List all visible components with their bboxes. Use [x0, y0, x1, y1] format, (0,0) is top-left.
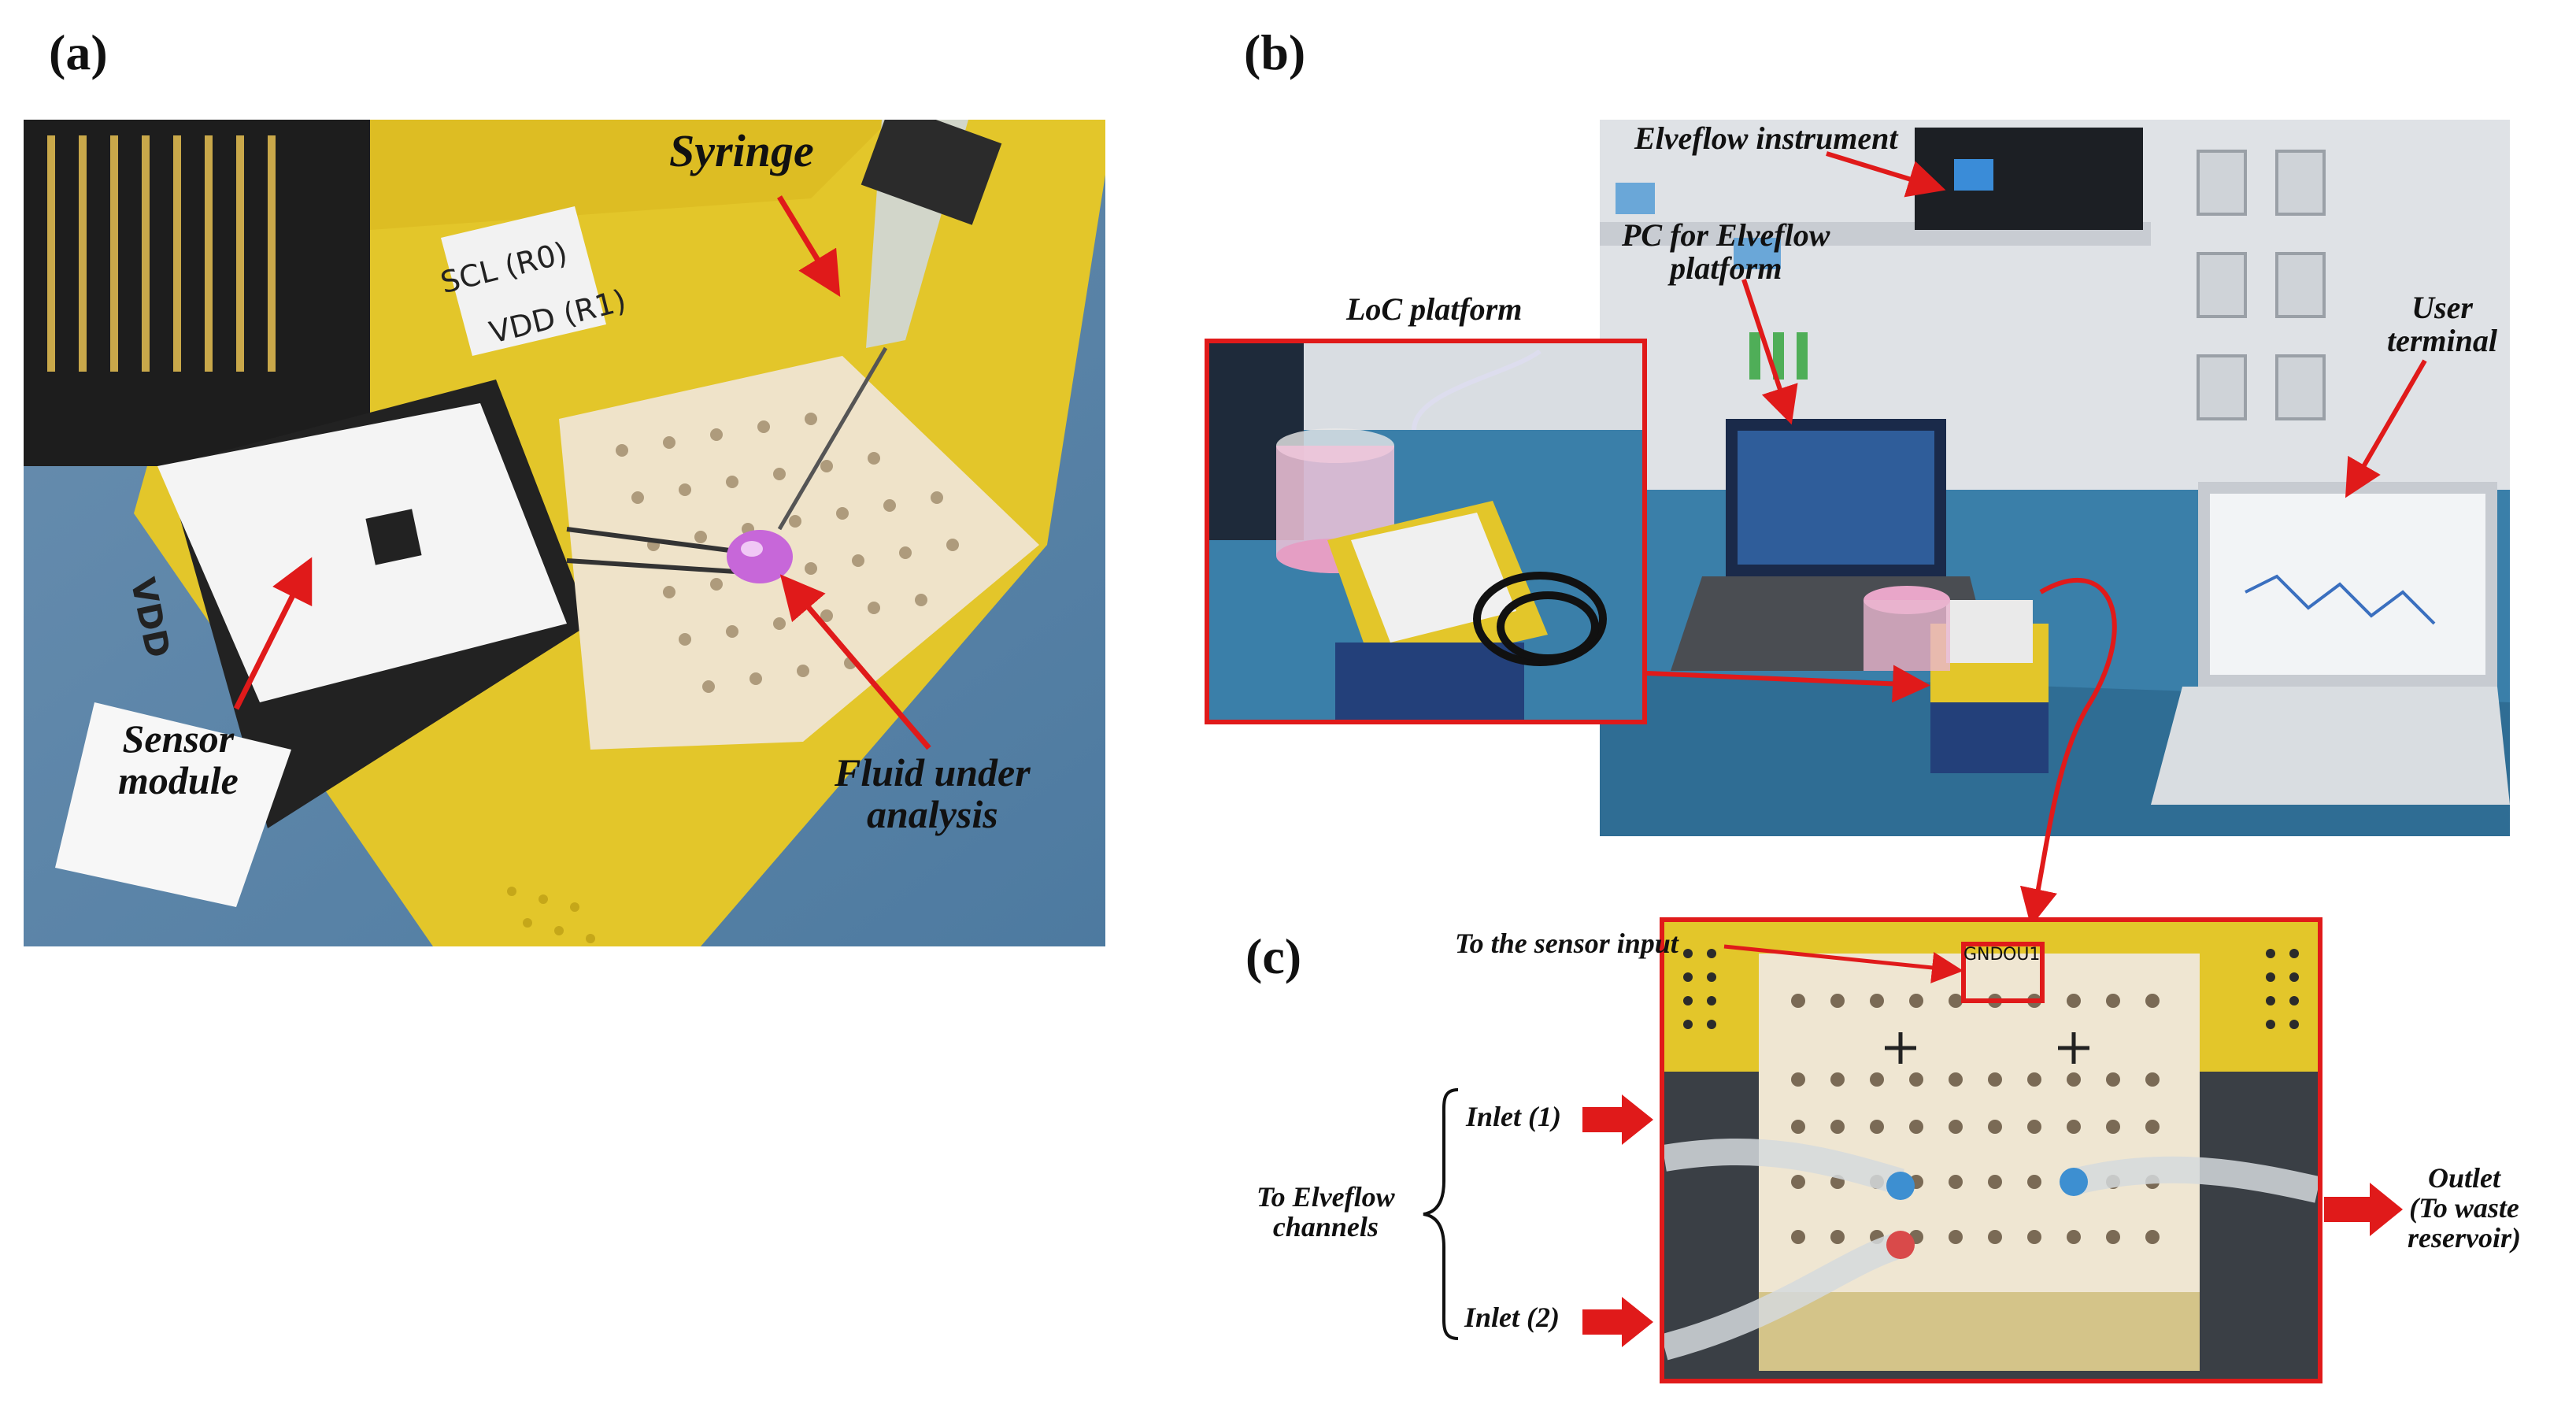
- label-elveflow-instrument: Elveflow instrument: [1634, 120, 1898, 156]
- panel-a-letter: (a): [49, 24, 108, 80]
- arrow-outlet: [2324, 1183, 2403, 1236]
- panel-b-loc-inset: [1205, 339, 1647, 724]
- label-syringe: Syringe: [669, 125, 814, 176]
- label-inlet-1: Inlet (1): [1466, 1101, 1561, 1132]
- panel-a-photo: [24, 120, 1105, 946]
- label-user-terminal: User terminal: [2387, 290, 2498, 358]
- panel-b-photo: [1600, 120, 2510, 836]
- panel-a-arrows: [233, 195, 931, 750]
- arrow-inlet-2: [1582, 1297, 1653, 1347]
- label-to-sensor-input: To the sensor input: [1455, 928, 1678, 959]
- panel-c-arrows: [1423, 944, 2403, 1347]
- arrow-inlet-1: [1582, 1094, 1653, 1145]
- panel-c-letter: (c): [1245, 928, 1302, 984]
- arrow-syringe: [777, 195, 841, 297]
- arrow-user-terminal: [2345, 359, 2427, 498]
- label-sensor-module: Sensor module: [118, 717, 239, 802]
- label-loc-platform: LoC platform: [1346, 291, 1523, 327]
- panel-c-photo: [1660, 917, 2322, 1383]
- label-outlet: Outlet (To waste reservoir): [2408, 1162, 2521, 1254]
- panel-b-letter: (b): [1244, 24, 1306, 80]
- panel-b-arrows: [1646, 151, 2427, 927]
- brace-elveflow: [1423, 1088, 1459, 1340]
- arrow-elveflow: [1826, 151, 1946, 198]
- arrow-pc: [1741, 279, 1798, 425]
- arrow-loc-to-bench: [1646, 665, 1930, 703]
- label-pc-for-elveflow: PC for Elveflow platform: [1622, 217, 1830, 286]
- label-fluid-under-analysis: Fluid under analysis: [835, 750, 1031, 836]
- pin-label-gnd: GND: [1963, 945, 2004, 965]
- label-to-elveflow-channels: To Elveflow channels: [1257, 1181, 1395, 1242]
- arrow-sensor-module: [233, 557, 313, 710]
- arrow-link-to-c: [2019, 577, 2117, 927]
- arrow-sensor-input: [1723, 944, 1963, 983]
- label-inlet-2: Inlet (2): [1464, 1302, 1560, 1333]
- pin-label-ou1: OU1: [2003, 945, 2041, 965]
- arrow-fluid: [779, 574, 931, 750]
